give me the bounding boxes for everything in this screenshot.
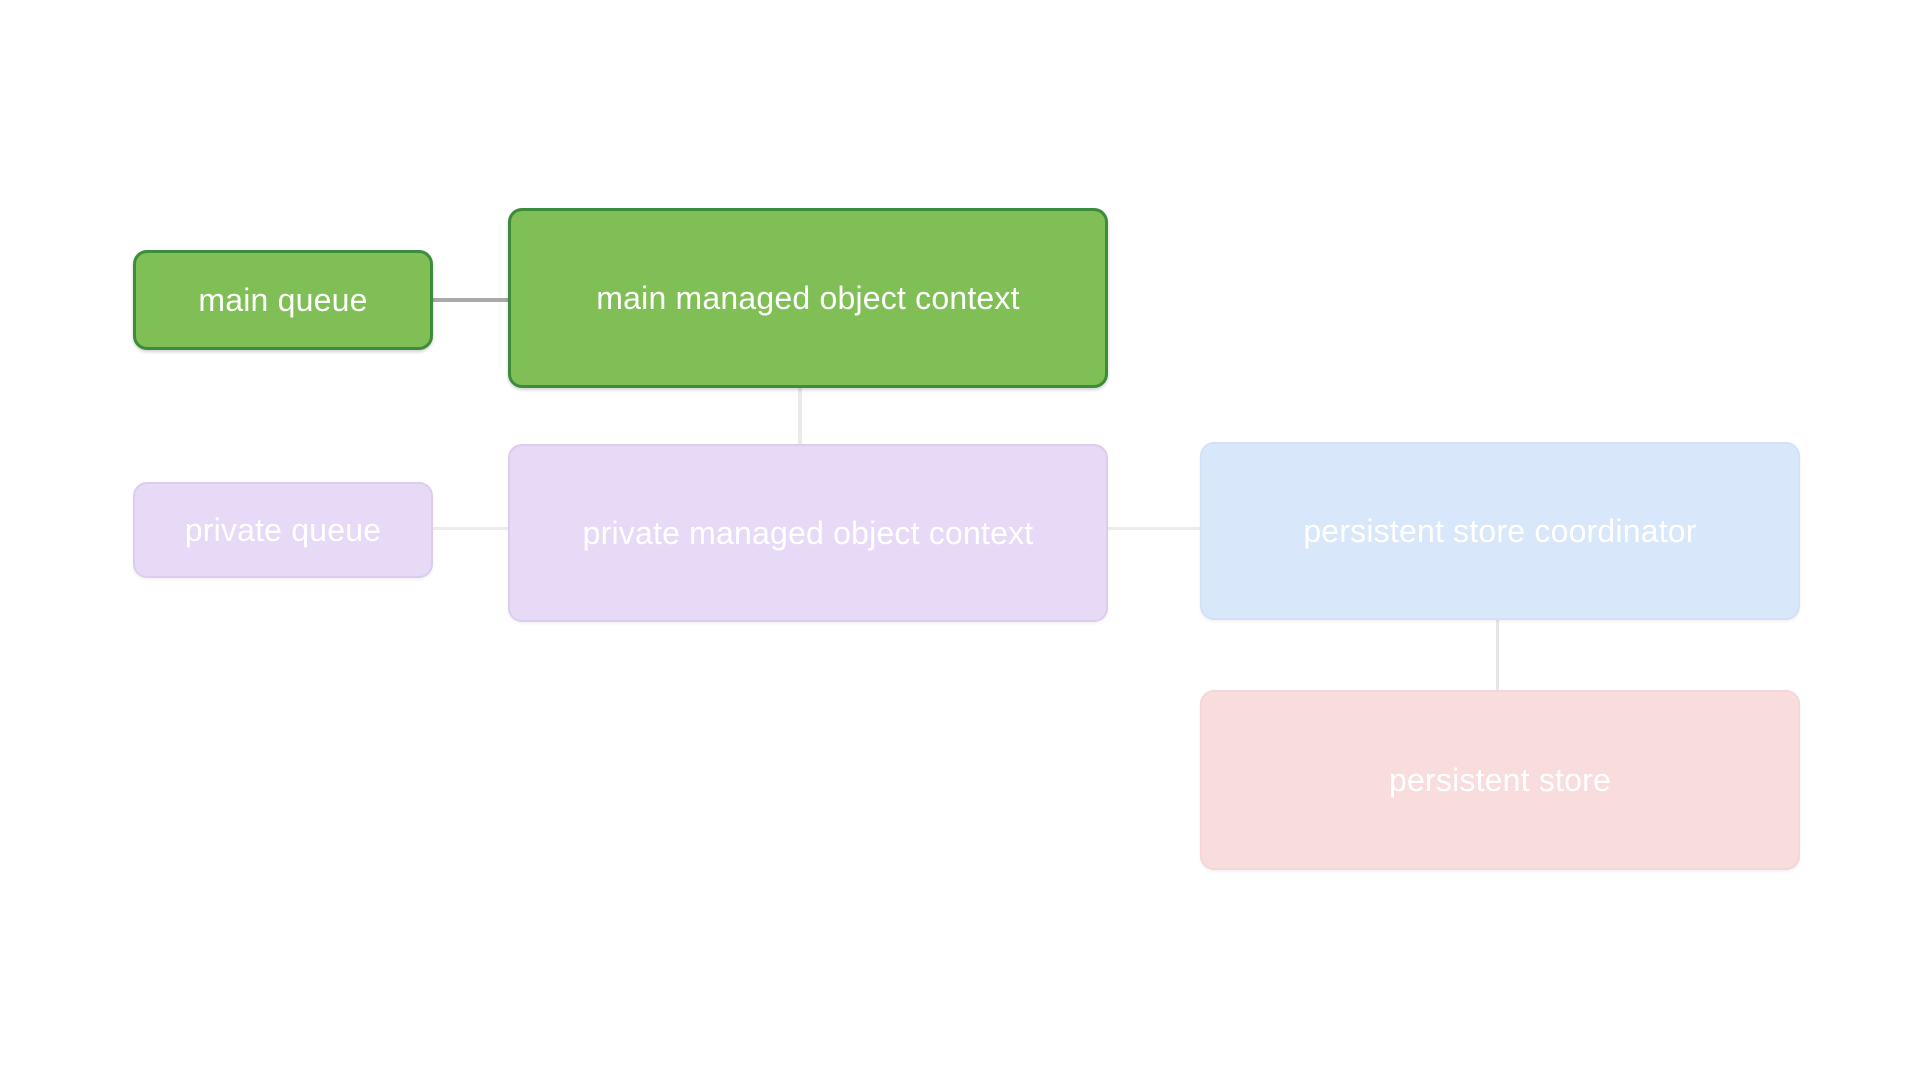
- node-persistent-store[interactable]: persistent store: [1200, 690, 1800, 870]
- node-private-queue[interactable]: private queue: [133, 482, 433, 578]
- node-private-queue-label: private queue: [184, 511, 382, 548]
- connector-main-managed-object-context-to-private-managed-object-context: [798, 386, 802, 450]
- node-persistent-store-coordinator-label: persistent store coordinator: [1303, 512, 1697, 549]
- node-main-managed-object-context-label: main managed object context: [596, 279, 1020, 316]
- connector-main-queue-to-main-managed-object-context: [430, 298, 514, 302]
- connector-persistent-store-coordinator-to-persistent-store: [1496, 614, 1499, 694]
- node-private-managed-object-context-label: private managed object context: [582, 514, 1034, 551]
- node-private-managed-object-context[interactable]: private managed object context: [508, 444, 1108, 622]
- node-persistent-store-label: persistent store: [1389, 761, 1611, 798]
- node-main-managed-object-context[interactable]: main managed object context: [508, 208, 1108, 388]
- connector-private-queue-to-private-managed-object-context: [428, 527, 516, 530]
- node-main-queue[interactable]: main queue: [133, 250, 433, 350]
- connector-private-managed-object-context-to-persistent-store-coordinator: [1100, 527, 1208, 530]
- node-main-queue-label: main queue: [198, 281, 368, 318]
- node-persistent-store-coordinator[interactable]: persistent store coordinator: [1200, 442, 1800, 620]
